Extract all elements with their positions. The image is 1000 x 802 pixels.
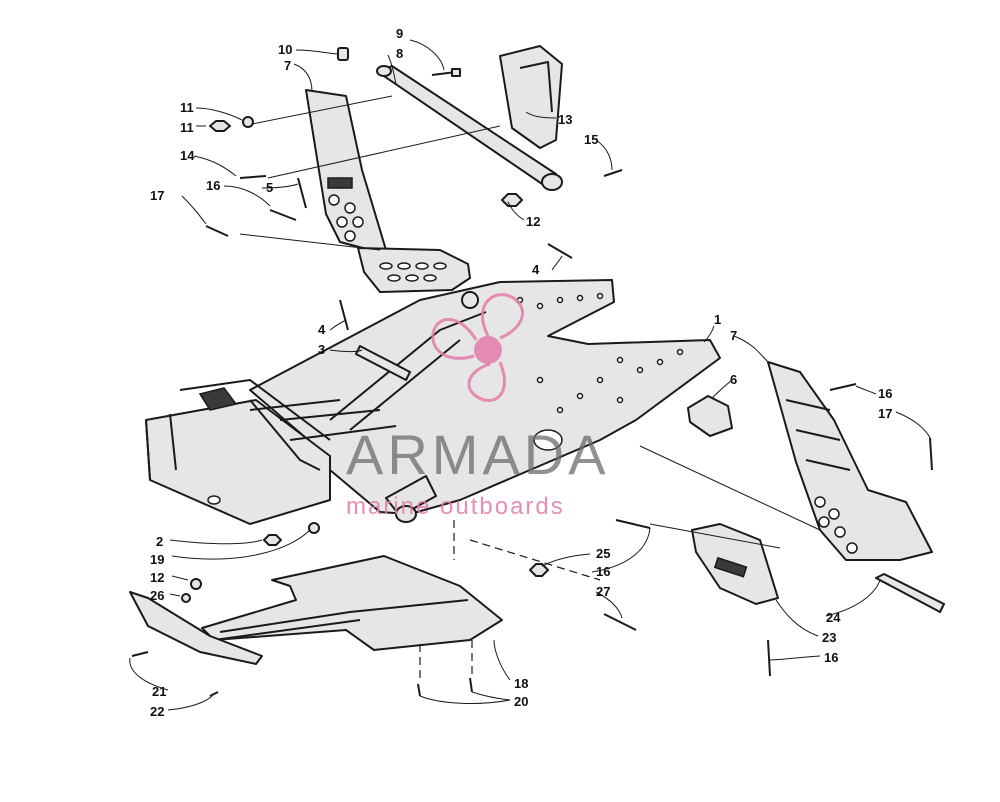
callout-25: 25 — [596, 546, 610, 561]
callout-26: 26 — [150, 588, 164, 603]
left-support-bracket — [305, 89, 387, 253]
callout-3: 3 — [318, 342, 325, 357]
callout-16-center: 16 — [596, 564, 610, 579]
callout-10: 10 — [278, 42, 292, 57]
belly-pan-assembly — [129, 520, 601, 697]
callout-7-right: 7 — [730, 328, 737, 343]
watermark-brand: ARMADA — [346, 423, 610, 486]
callout-1: 1 — [714, 312, 721, 327]
callout-numbers: 9 8 10 7 11 11 14 16 5 17 13 15 12 4 4 3… — [150, 26, 892, 719]
callout-11: 11 — [180, 100, 194, 115]
watermark: ARMADA marine outboards — [346, 293, 610, 520]
callout-21: 21 — [152, 684, 166, 699]
callout-12-top-left: 11 — [180, 120, 194, 135]
callout-4-right: 4 — [532, 262, 540, 277]
leader-lines — [129, 39, 931, 711]
callout-13: 13 — [558, 112, 572, 127]
callout-15: 15 — [584, 132, 598, 147]
bracket — [687, 395, 733, 437]
skid-plate — [129, 591, 263, 665]
callout-18: 18 — [514, 676, 528, 691]
footrest-plate — [357, 247, 471, 293]
callout-8: 8 — [396, 46, 403, 61]
callout-17-left: 17 — [150, 188, 164, 203]
callout-7-top: 7 — [284, 58, 291, 73]
callout-16-bottom: 16 — [824, 650, 838, 665]
tunnel-frame — [249, 279, 721, 515]
belly-pan — [201, 555, 503, 651]
callout-2: 2 — [156, 534, 163, 549]
main-chassis — [145, 279, 721, 546]
callout-4-left: 4 — [318, 322, 326, 337]
callout-17-right: 17 — [878, 406, 892, 421]
steering-cover — [499, 45, 563, 149]
right-support-bracket — [767, 361, 933, 561]
brace — [875, 573, 945, 613]
armada-logo — [431, 293, 524, 402]
callout-20: 20 — [514, 694, 528, 709]
callout-12-top-right: 12 — [526, 214, 540, 229]
callout-16-top: 16 — [206, 178, 220, 193]
steering-post-assembly — [205, 45, 623, 293]
callout-19: 19 — [150, 552, 164, 567]
callout-5: 5 — [266, 180, 273, 195]
callout-9: 9 — [396, 26, 403, 41]
watermark-tagline: marine outboards — [346, 493, 565, 520]
right-side-parts — [529, 361, 945, 677]
callout-16-right: 16 — [878, 386, 892, 401]
callout-12-bottom: 12 — [150, 570, 164, 585]
callout-23: 23 — [822, 630, 836, 645]
callout-27: 27 — [596, 584, 610, 599]
callout-6: 6 — [730, 372, 737, 387]
callout-24: 24 — [826, 610, 841, 625]
callout-22: 22 — [150, 704, 164, 719]
callout-14: 14 — [180, 148, 195, 163]
